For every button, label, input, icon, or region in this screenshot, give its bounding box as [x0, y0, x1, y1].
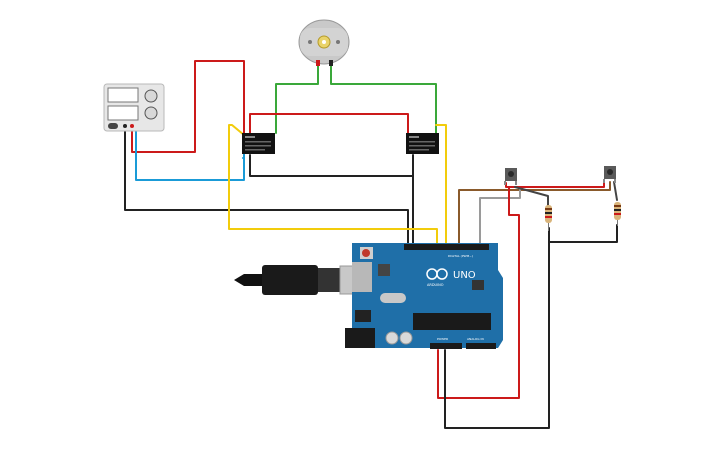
- wire-black-relays[interactable]: [249, 154, 414, 177]
- resistor-2-band-2: [614, 209, 621, 211]
- small-chip: [378, 264, 390, 276]
- pushbutton-2-cap[interactable]: [607, 169, 613, 175]
- psu-voltage-display: [107, 87, 139, 103]
- motor-terminal-left[interactable]: [316, 60, 320, 66]
- wire-green-motor-right[interactable]: [330, 64, 437, 134]
- pushbutton-1-leg-left: [504, 181, 506, 185]
- wire-blue[interactable]: [135, 126, 245, 181]
- resistor-2-band-1: [614, 205, 621, 207]
- psu-terminal-black[interactable]: [123, 124, 127, 128]
- wire-yellow-right[interactable]: [435, 124, 447, 246]
- wire-green-motor-left[interactable]: [275, 64, 319, 134]
- board-brand-label: ARDUINO: [427, 283, 444, 287]
- relay-left[interactable]: [242, 133, 275, 154]
- resistor-1-band-1: [545, 208, 552, 210]
- digital-header[interactable]: [404, 244, 489, 250]
- relay-left-text-2: [245, 145, 271, 147]
- motor-terminal-right[interactable]: [329, 60, 333, 66]
- psu-terminal-red[interactable]: [130, 124, 134, 128]
- arduino-uno-board[interactable]: UNO ARDUINO DIGITAL (PWM~) POWER ANALOG …: [345, 243, 503, 349]
- wire-black-psu-arduino[interactable]: [124, 126, 409, 246]
- wire-yellow-left[interactable]: [228, 124, 438, 246]
- relay-left-text-1: [245, 141, 271, 143]
- pushbutton-2-leg-left: [603, 179, 605, 183]
- analog-header[interactable]: [466, 343, 496, 349]
- wire-red-board-5v[interactable]: [437, 186, 520, 399]
- psu-voltage-knob[interactable]: [144, 89, 158, 103]
- power-pins-label: POWER: [437, 337, 448, 341]
- pushbutton-1-leg-right: [515, 181, 517, 185]
- relay-right[interactable]: [406, 133, 439, 154]
- pushbutton-2[interactable]: [603, 166, 616, 183]
- resistor-1-lead: [548, 223, 549, 231]
- relay-left-label: [245, 136, 255, 138]
- digital-pins-label: DIGITAL (PWM~): [448, 254, 473, 258]
- wire-brown[interactable]: [458, 181, 611, 246]
- relay-right-text-1: [409, 141, 435, 143]
- arduino-logo-icon: [426, 268, 448, 280]
- psu-current-display: [107, 105, 139, 121]
- relay-right-text-2: [409, 145, 435, 147]
- psu-power-switch[interactable]: [108, 123, 118, 129]
- wire-black-resistor-join[interactable]: [548, 224, 618, 243]
- pushbutton-2-leg-right: [614, 179, 616, 183]
- analog-pins-label: ANALOG IN: [467, 337, 484, 341]
- usb-cable[interactable]: [234, 265, 367, 295]
- smd-chip: [472, 280, 484, 290]
- power-jack[interactable]: [345, 328, 375, 348]
- resistor-1-band-3: [545, 216, 552, 218]
- wire-red-buttons[interactable]: [505, 181, 605, 188]
- power-header[interactable]: [430, 343, 462, 349]
- wire-gray[interactable]: [479, 186, 521, 246]
- relay-right-label: [409, 136, 419, 138]
- pushbutton-1-cap[interactable]: [508, 171, 514, 177]
- resistor-1-band-2: [545, 212, 552, 214]
- motor-screw-right: [336, 40, 340, 44]
- reset-button-cap[interactable]: [362, 249, 370, 257]
- psu-current-knob[interactable]: [144, 106, 158, 120]
- board-usb-socket[interactable]: [352, 262, 372, 292]
- board-model-label: UNO: [453, 270, 476, 281]
- wire-red-psu[interactable]: [131, 60, 245, 153]
- wire-btn2-resistor[interactable]: [613, 181, 618, 201]
- atmega-chip: [413, 313, 491, 330]
- resistor-1[interactable]: [545, 205, 552, 231]
- resistor-2-lead: [617, 220, 618, 226]
- relay-right-text-3: [409, 149, 429, 151]
- wire-red-relay-top[interactable]: [249, 113, 409, 134]
- wire-btn1-resistor[interactable]: [514, 186, 549, 206]
- capacitor-2: [399, 331, 413, 345]
- crystal-oscillator: [380, 293, 406, 303]
- power-supply[interactable]: [103, 83, 165, 132]
- pushbutton-1[interactable]: [504, 168, 517, 185]
- dc-motor[interactable]: [298, 19, 350, 66]
- resistor-2-band-3: [614, 213, 621, 215]
- motor-shaft-center: [322, 40, 326, 44]
- voltage-regulator: [355, 310, 371, 322]
- motor-screw-left: [308, 40, 312, 44]
- resistor-2[interactable]: [614, 202, 621, 226]
- relay-left-text-3: [245, 149, 265, 151]
- capacitor-1: [385, 331, 399, 345]
- wire-black-resistor[interactable]: [444, 227, 550, 429]
